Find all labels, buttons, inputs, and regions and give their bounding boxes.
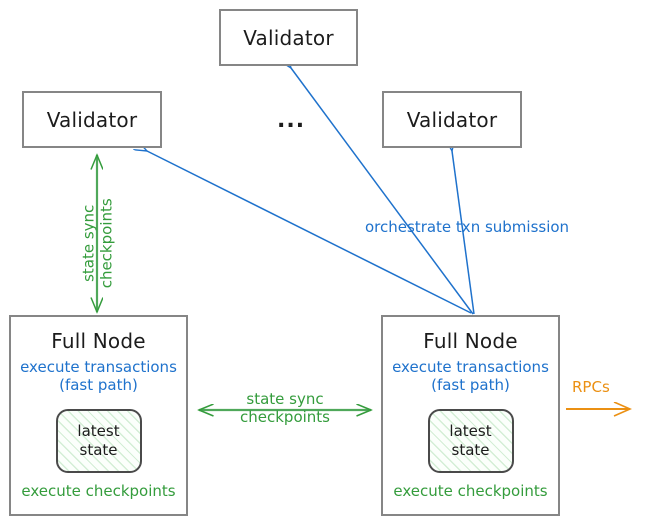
full-node-right-blue-text: execute transactions (fast path) [392,358,549,395]
full-node-right-state-line-2: state [451,440,490,459]
edge-label-state-sync-horizontal-line-2: checkpoints [240,408,330,427]
full-node-left-green-footer: execute checkpoints [21,482,176,500]
edge-label-state-sync-horizontal: state sync checkpoints [224,390,346,427]
full-node-right-blue-line-1: execute transactions [392,358,549,376]
full-node-right-green-footer: execute checkpoints [393,482,548,500]
edge-label-state-sync-horizontal-line-1: state sync [246,390,324,408]
edge-label-state-sync-vertical: state sync checkpoints [80,188,117,298]
validators-ellipsis: ... [277,108,306,133]
full-node-right-box[interactable]: Full Node execute transactions (fast pat… [381,315,560,516]
full-node-left-title: Full Node [51,329,146,353]
validator-left-label: Validator [46,107,138,132]
full-node-left-box[interactable]: Full Node execute transactions (fast pat… [9,315,188,516]
validator-top-label: Validator [243,25,334,50]
full-node-right-title: Full Node [423,329,518,353]
full-node-left-blue-line-2: (fast path) [59,376,138,395]
edge-label-state-sync-vertical-line-2: checkpoints [98,198,116,289]
validator-right-label: Validator [406,107,498,132]
full-node-left-state-line-1: latest [77,422,120,441]
edge-label-rpcs: RPCs [572,378,610,396]
full-node-left-blue-line-1: execute transactions [20,358,177,376]
full-node-left-blue-text: execute transactions (fast path) [20,358,177,395]
full-node-right-blue-line-2: (fast path) [431,376,510,395]
edge-label-orchestrate: orchestrate txn submission [365,218,570,236]
full-node-right-latest-state-box[interactable]: latest state [427,408,514,473]
edge-label-state-sync-vertical-line-1: state sync [79,204,98,282]
validator-right-box[interactable]: Validator [382,91,522,148]
full-node-left-latest-state-box[interactable]: latest state [55,408,142,473]
full-node-left-state-line-2: state [79,440,118,459]
validator-left-box[interactable]: Validator [22,91,162,148]
full-node-right-state-line-1: latest [449,422,492,441]
validator-top-box[interactable]: Validator [219,9,358,66]
